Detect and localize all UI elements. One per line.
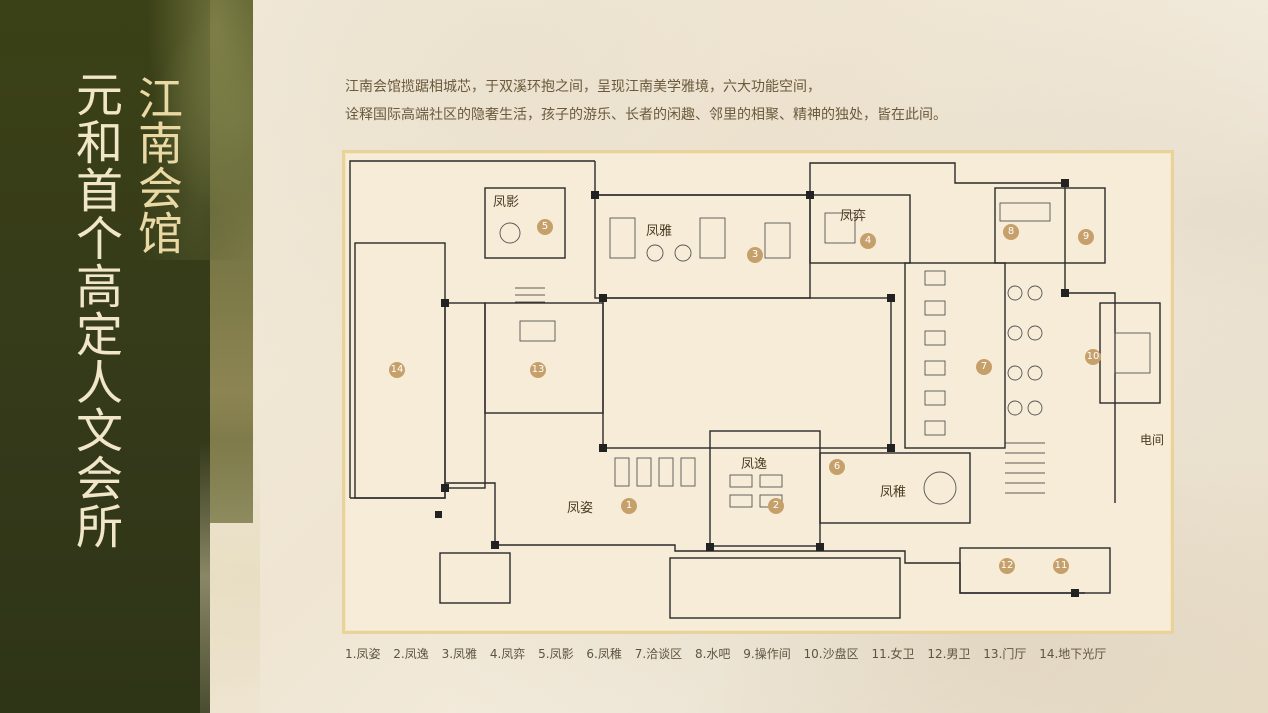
intro-line-1: 江南会馆揽踞相城芯，于双溪环抱之间，呈现江南美学雅境，六大功能空间， xyxy=(345,79,821,95)
floor-plan: 凤影 5 凤雅 3 凤弈 4 凤逸 2 凤稚 6 凤姿 1 7 8 9 10 1… xyxy=(342,150,1174,634)
room-tag-2: 凤逸 xyxy=(741,453,767,472)
legend-item: 7.洽谈区 xyxy=(634,647,683,661)
floor-plan-drawing xyxy=(349,160,1161,619)
room-tag-4: 凤弈 xyxy=(840,205,866,224)
room-6 xyxy=(819,452,971,524)
room-tag-2-label: 凤逸 xyxy=(741,457,768,472)
room-10 xyxy=(1099,302,1161,404)
legend-item: 11.女卫 xyxy=(871,647,915,661)
room-number-14: 14 xyxy=(389,362,405,378)
restrooms xyxy=(959,547,1111,594)
courtyard xyxy=(602,297,892,449)
room-tag-3-label: 凤雅 xyxy=(646,224,673,239)
room-tag-5-label: 凤影 xyxy=(493,195,520,210)
intro-text: 江南会馆揽踞相城芯，于双溪环抱之间，呈现江南美学雅境，六大功能空间， 诠释国际高… xyxy=(345,73,1205,129)
legend-item: 12.男卫 xyxy=(927,647,971,661)
room-tag-1: 凤姿 xyxy=(567,497,593,516)
page-title: 元和首个高定人文会所 xyxy=(67,70,122,550)
intro-line-2: 诠释国际高端社区的隐奢生活，孩子的游乐、长者的闲趣、邻里的相聚、精神的独处，皆在… xyxy=(345,107,947,123)
fern-texture xyxy=(128,0,253,260)
room-number-2: 2 xyxy=(768,498,784,514)
panel-glow xyxy=(200,440,260,713)
legend-item: 1.凤姿 xyxy=(345,647,381,661)
room-4 xyxy=(809,194,911,264)
room-tag-4-label: 凤弈 xyxy=(840,209,867,224)
room-number-13: 13 xyxy=(530,362,546,378)
legend-item: 9.操作间 xyxy=(743,647,791,661)
room-number-8: 8 xyxy=(1003,224,1019,240)
room-tag-3: 凤雅 xyxy=(646,220,672,239)
legend-item: 5.凤影 xyxy=(538,647,574,661)
room-8 xyxy=(994,187,1106,264)
room-tag-1-label: 凤姿 xyxy=(567,501,594,516)
room-number-6: 6 xyxy=(829,459,845,475)
room-number-9: 9 xyxy=(1078,229,1094,245)
room-number-11: 11 xyxy=(1053,558,1069,574)
legend-item: 14.地下光厅 xyxy=(1039,647,1107,661)
elevator-room-label: 电间 xyxy=(1140,433,1165,447)
legend-item: 4.凤弈 xyxy=(489,647,526,661)
room-number-7: 7 xyxy=(976,359,992,375)
room-number-10: 10 xyxy=(1085,349,1101,365)
room-number-3: 3 xyxy=(747,247,763,263)
legend-item: 2.凤逸 xyxy=(393,647,429,661)
legend: 1.凤姿 2.凤逸 3.凤雅 4.凤弈 5.凤影 6.凤稚 7.洽谈区 8.水吧… xyxy=(345,645,1115,662)
room-tag-6-label: 凤稚 xyxy=(880,485,907,500)
room-number-4: 4 xyxy=(860,233,876,249)
room-number-5: 5 xyxy=(537,219,553,235)
title-panel: 元和首个高定人文会所 江南会馆 xyxy=(0,0,260,713)
room-13 xyxy=(484,302,604,414)
legend-item: 10.沙盘区 xyxy=(803,647,859,661)
room-3 xyxy=(594,194,811,299)
room-tag-5: 凤影 xyxy=(493,191,519,210)
legend-item: 6.凤稚 xyxy=(586,647,622,661)
room-7-seating xyxy=(904,262,1006,449)
room-tag-6: 凤稚 xyxy=(880,481,906,500)
legend-item: 8.水吧 xyxy=(694,647,731,661)
room-number-12: 12 xyxy=(999,558,1015,574)
room-5 xyxy=(484,187,566,259)
legend-item: 3.凤雅 xyxy=(441,647,478,661)
room-number-1: 1 xyxy=(621,498,637,514)
page-subtitle: 江南会馆 xyxy=(130,75,183,255)
wall-outer-west xyxy=(349,160,595,498)
legend-item: 13.门厅 xyxy=(983,647,1027,661)
